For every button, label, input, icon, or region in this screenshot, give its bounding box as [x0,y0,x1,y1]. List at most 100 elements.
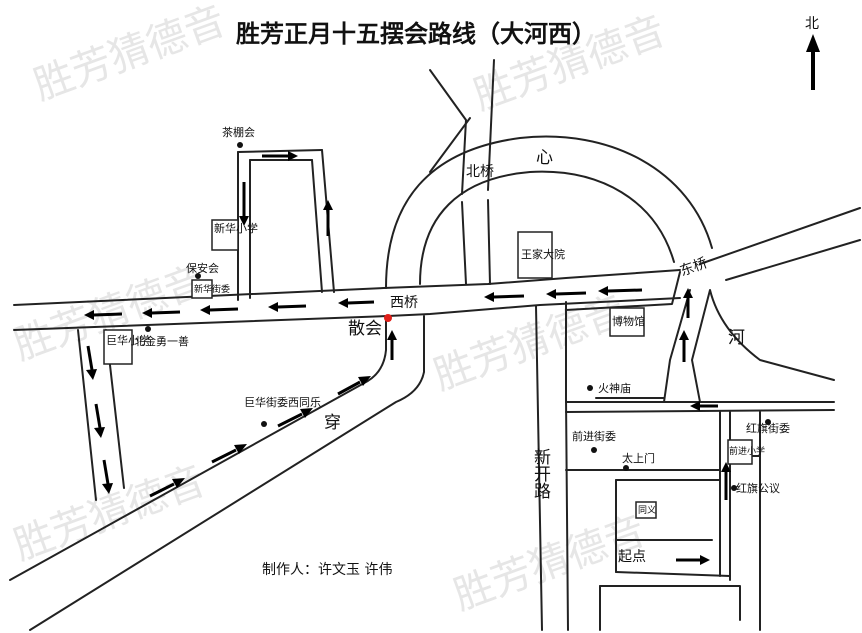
xinkai-road-label: 新开路 [530,448,551,499]
east-bridge-label: 东桥 [678,255,710,280]
main-road-south-edge [13,297,681,331]
xinhua-jiwei-label: 新华街委 [194,283,230,295]
route-arrow-icon [277,408,313,428]
north-bridge-label: 北桥 [466,164,494,180]
north-spur-top [237,149,323,153]
route-arrow-icon [337,376,371,396]
watermark-text: 胜芳猜德音 [8,458,212,570]
buildings [103,219,753,519]
north-bridge-lower-west [461,201,467,285]
north-bridge-text: 北桥 [466,164,494,180]
taishangmen-label: 太上门 [622,451,655,465]
hongqi-jiewei-label: 红旗街委 [746,421,790,435]
north-bridge-lower-east [487,199,491,285]
wangjia-box [517,231,553,279]
route-arrow-icon [690,401,718,411]
taishangmen-dot [623,465,629,471]
xinkai-branch [565,271,681,311]
juhua-school-box [103,329,133,365]
hongqi-gongyi-dot [731,485,737,491]
route-arrow-icon [387,330,397,360]
north-label: 北 [805,16,819,32]
baoan-label: 保安会 [186,261,219,275]
east-road-north [699,207,861,265]
qidian-label: 起点 [618,549,646,565]
credit-text: 制作人：许文玉 许伟 [262,562,392,578]
arc-road-outer [385,135,713,289]
south-road-8 [599,585,741,621]
chuan-label: 穿 [324,413,341,433]
north-bridge-road-west [429,69,467,195]
west-bridge-label: 西桥 [390,295,418,311]
location-dots [145,142,771,491]
south-road-7 [615,571,731,577]
north-bridge-road-east [487,59,495,191]
qianjin-jiewei-dot [591,447,597,453]
qianjin-school-box [727,439,753,465]
map-title: 胜芳正月十五摆会路线（大河西） [236,20,596,48]
north-arrow-icon: 北 [805,16,820,90]
route-arrow-icon [676,555,710,565]
river-he-label: 河 [728,328,745,348]
beijin-label: 北金勇一善 [134,334,189,348]
juhua-jiewei-dot [261,421,267,427]
arc-road-inner [419,170,675,285]
route-arrow-icon [338,298,375,308]
tongxin-box [635,501,657,519]
route-arrow-icon [102,459,113,494]
chapeng-label: 茶棚会 [222,125,255,139]
main-road-north-edge [13,269,681,306]
sanhui-label: 散会 [348,319,382,339]
route-arrow-icon [142,308,181,318]
route-arrow-icon [149,478,185,498]
hongqi-jiewei-dot [765,419,771,425]
baoan-dot [195,273,201,279]
route-arrow-icon [323,200,333,236]
bowuguan-label: 博物馆 [612,314,645,328]
route-arrow-icon [721,462,731,500]
route-arrows [84,151,731,565]
route-arrow-icon [211,444,247,464]
juhua-jiewei-label: 巨华街委西同乐 [244,395,321,409]
watermark-text: 胜芳猜德音 [28,0,232,109]
sanhui-end-point [384,314,392,322]
west-block-road [77,329,97,501]
route-arrow-icon [200,305,239,315]
route-arrow-icon [598,286,643,296]
route-arrow-icon [268,302,307,312]
east-road-south [725,239,861,281]
route-arrow-icon [86,345,97,380]
xinhua-school-box [211,219,239,251]
tongxin-label: 同义 [638,505,656,516]
qianjin-school-label: 前进小学 [729,445,765,457]
river-bank-east [691,289,835,403]
juhua-school-label: 巨华小学 [106,333,150,347]
route-arrow-icon [84,310,123,320]
river-xin-label: 心 [536,148,553,168]
chapeng-dot [237,142,243,148]
north-small-road [429,117,471,173]
xinhua-jiwei-box [191,279,213,299]
wangjia-label: 王家大院 [521,247,565,261]
route-arrow-icon [546,289,587,299]
hongqi-gongyi-label: 红旗公议 [736,481,780,495]
river-bank-west [663,289,691,403]
map-labels: 心 北桥 东桥 西桥 河 穿 新开路 散会 起点 茶棚会 新华小学 保安会 新华… [106,125,790,565]
beijin-dot [145,326,151,332]
route-arrow-icon [262,151,298,161]
xinkai-road-west [535,305,543,631]
route-arrow-icon [679,330,689,362]
bowuguan-box [609,307,645,337]
route-arrow-icon [94,403,105,438]
xinkai-road-east [565,301,569,631]
route-arrow-icon [484,292,525,302]
north-spur-east-inner [311,159,323,293]
qianjin-jiewei-label: 前进街委 [572,429,616,443]
huoshenmiao-label: 火神庙 [598,381,631,395]
route-arrow-icon [683,288,693,318]
diagonal-road-south [29,315,425,631]
huoshenmiao-dot [587,385,593,391]
xinhua-school-label: 新华小学 [214,221,258,235]
route-arrow-icon [239,182,249,226]
